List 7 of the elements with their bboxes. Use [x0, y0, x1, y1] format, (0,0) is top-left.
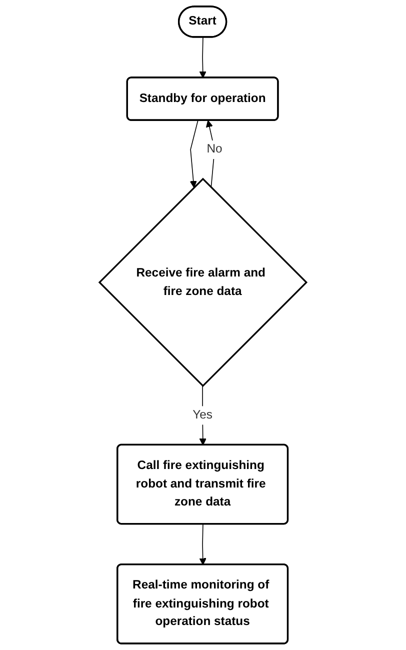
arrow	[199, 36, 206, 78]
edge-label: Yes	[192, 408, 213, 422]
arrow	[199, 385, 206, 446]
arrow	[199, 524, 206, 566]
node-diamond: Receive fire alarm and fire zone data	[98, 178, 308, 387]
edge-label: No	[206, 142, 222, 156]
arrow	[190, 120, 198, 188]
